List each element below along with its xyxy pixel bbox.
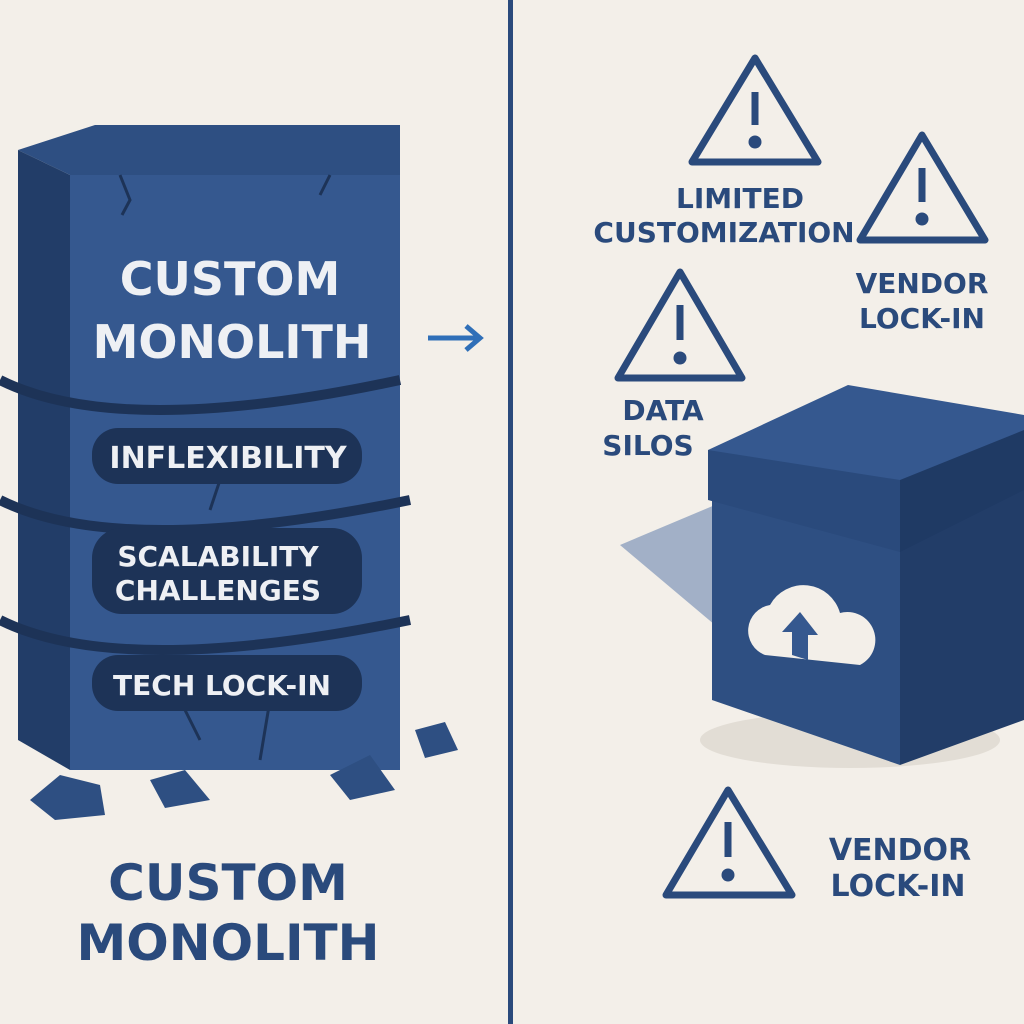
divider <box>508 0 513 1024</box>
cloud-upload-icon <box>748 585 876 665</box>
warning-label: DATA <box>622 394 704 427</box>
monolith-title-line1: CUSTOM <box>120 252 341 306</box>
chain-label: INFLEXIBILITY <box>109 441 347 476</box>
warning-icon <box>614 268 746 382</box>
warning-label: LOCK-IN <box>831 869 966 904</box>
caption-line1: CUSTOM <box>108 854 348 912</box>
warning-icon <box>662 786 796 899</box>
warning-label: LIMITED <box>676 182 804 215</box>
caption-line2: MONOLITH <box>76 914 379 972</box>
arrow-right-icon <box>428 324 484 352</box>
warning-label: VENDOR <box>829 833 971 868</box>
chain-plate-scalability <box>92 528 362 614</box>
chain-plate-tech-lock-in <box>92 655 362 711</box>
monolith-title-line2: MONOLITH <box>93 315 372 369</box>
warning-label: LOCK-IN <box>859 302 985 335</box>
warning-icon <box>688 54 822 166</box>
rubble <box>30 775 105 820</box>
chain-label: SCALABILITY <box>117 540 319 573</box>
warning-label: VENDOR <box>856 267 989 300</box>
saas-box <box>620 385 1024 768</box>
chain-plate-inflexibility <box>92 428 362 484</box>
warning-icon <box>856 131 989 244</box>
warning-label: SILOS <box>602 429 693 462</box>
chain-label: TECH LOCK-IN <box>113 669 331 702</box>
warning-label: CUSTOMIZATION <box>593 216 854 249</box>
chain-label: CHALLENGES <box>115 574 321 607</box>
